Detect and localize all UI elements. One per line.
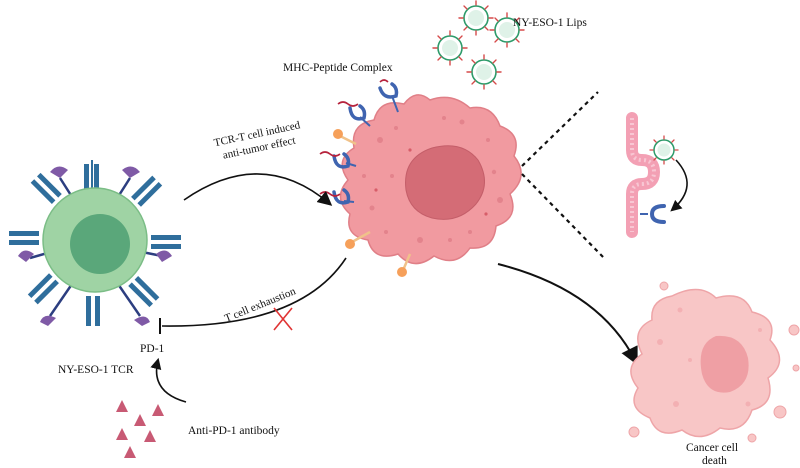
antibody-icon [124, 446, 136, 458]
dead-cell-nucleus [700, 335, 749, 393]
block-x-icon [273, 307, 293, 331]
liposome-icon [458, 0, 494, 36]
mhc-icon [640, 204, 666, 224]
antibody-label: Anti-PD-1 antibody [188, 425, 280, 437]
antibody-icon [144, 430, 156, 442]
tcr-effect-label: TCR-T cell induced anti-tumor effect [213, 119, 307, 163]
liposome-icon [466, 54, 502, 90]
exhaustion-label: T cell exhaustion [223, 285, 298, 325]
pd-1-receptor [134, 316, 150, 326]
ligand-icon [345, 239, 355, 249]
dead-cell-icon [628, 281, 800, 443]
antibody-icon [116, 400, 128, 412]
lips-label: NY-ESO-1 Lips [513, 17, 587, 29]
antibody-icon [134, 414, 146, 426]
pd1-label: PD-1 [140, 343, 165, 355]
exhaustion-arrow [161, 257, 347, 327]
tumor-cell-icon [339, 94, 522, 265]
mhc-peptide-complex-group [319, 79, 399, 205]
inset-arrow [670, 159, 688, 212]
tumor-nucleus [405, 145, 485, 220]
mhc-icon [378, 79, 399, 113]
tcr-label: NY-ESO-1 TCR [58, 364, 134, 376]
liposome-group [432, 0, 525, 90]
mhc-icon [337, 101, 371, 127]
tcr-receptor-group [9, 160, 181, 326]
t-cell-nucleus [70, 214, 130, 274]
ligand-group [333, 129, 412, 277]
antibody-group [116, 400, 164, 458]
pd1-heads [18, 166, 172, 326]
mhc-label: MHC-Peptide Complex [283, 62, 393, 74]
zoom-lines [521, 91, 605, 259]
cancer-death-label: Cancer cell death [686, 442, 741, 467]
tumor-granules [362, 116, 503, 243]
liposome-icon [489, 12, 525, 48]
liposome-icon [432, 30, 468, 66]
anti-tumor-arrow [183, 173, 333, 206]
t-cell-icon [9, 160, 181, 326]
ligand-icon [333, 129, 343, 139]
antibody-icon [116, 428, 128, 440]
liposome-icon [649, 135, 679, 165]
ligand-icon [397, 267, 407, 277]
cell-death-arrow [497, 263, 638, 366]
antibody-icon [152, 404, 164, 416]
membrane-icon [626, 112, 661, 238]
antibody-arrow [150, 357, 187, 403]
mhc-icon [319, 151, 357, 169]
